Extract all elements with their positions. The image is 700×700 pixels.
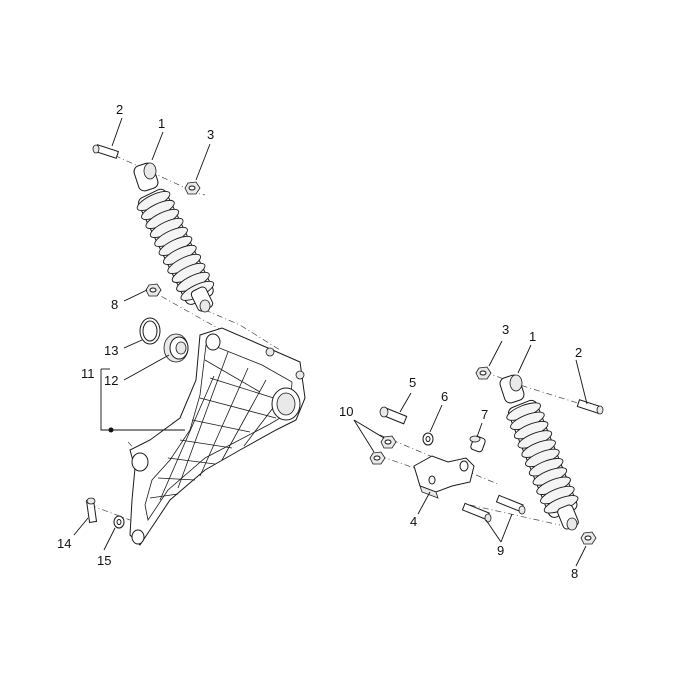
callout-15: 15 bbox=[97, 553, 111, 568]
callout-8-left: 8 bbox=[111, 297, 118, 312]
bolt-9-a bbox=[461, 502, 492, 523]
nut-8-right bbox=[580, 531, 597, 545]
callout-8-right: 8 bbox=[571, 566, 578, 581]
bolt-14 bbox=[85, 497, 98, 524]
nut-8-left bbox=[145, 283, 162, 297]
callout-12: 12 bbox=[104, 373, 118, 388]
callout-10: 10 bbox=[339, 404, 353, 419]
shock-absorber-left bbox=[133, 162, 215, 313]
spacer-7 bbox=[469, 435, 486, 453]
callout-13: 13 bbox=[104, 343, 118, 358]
washer-6 bbox=[422, 432, 434, 446]
callout-3-left: 3 bbox=[207, 127, 214, 142]
right-assembly: 3 1 2 5 6 7 10 4 9 8 bbox=[339, 322, 604, 581]
callout-1-left: 1 bbox=[158, 116, 165, 131]
bracket-4 bbox=[413, 455, 475, 499]
bearing-12 bbox=[163, 333, 189, 363]
bolt-5 bbox=[379, 406, 408, 425]
nut-3-left bbox=[184, 181, 201, 195]
swingarm-bracket bbox=[129, 327, 306, 546]
callout-14: 14 bbox=[57, 536, 71, 551]
left-assembly: 2 1 3 8 13 11 12 14 15 bbox=[57, 102, 306, 568]
bolt-2-right bbox=[576, 399, 604, 415]
nut-10-a bbox=[380, 435, 397, 449]
callout-3-right: 3 bbox=[502, 322, 509, 337]
callout-1-right: 1 bbox=[529, 329, 536, 344]
nut-3-right bbox=[475, 366, 492, 380]
callout-4: 4 bbox=[410, 514, 417, 529]
callout-9: 9 bbox=[497, 543, 504, 558]
nut-10-b bbox=[369, 451, 386, 465]
callout-7: 7 bbox=[481, 407, 488, 422]
circlip-13 bbox=[139, 317, 161, 345]
washer-15 bbox=[113, 515, 125, 529]
callout-2-right: 2 bbox=[575, 345, 582, 360]
bolt-2-left bbox=[92, 144, 120, 159]
callout-2-left: 2 bbox=[116, 102, 123, 117]
shock-absorber-right bbox=[499, 374, 579, 531]
callout-5: 5 bbox=[409, 375, 416, 390]
callout-6: 6 bbox=[441, 389, 448, 404]
bolt-9-b bbox=[495, 494, 526, 515]
callout-11: 11 bbox=[81, 366, 95, 381]
